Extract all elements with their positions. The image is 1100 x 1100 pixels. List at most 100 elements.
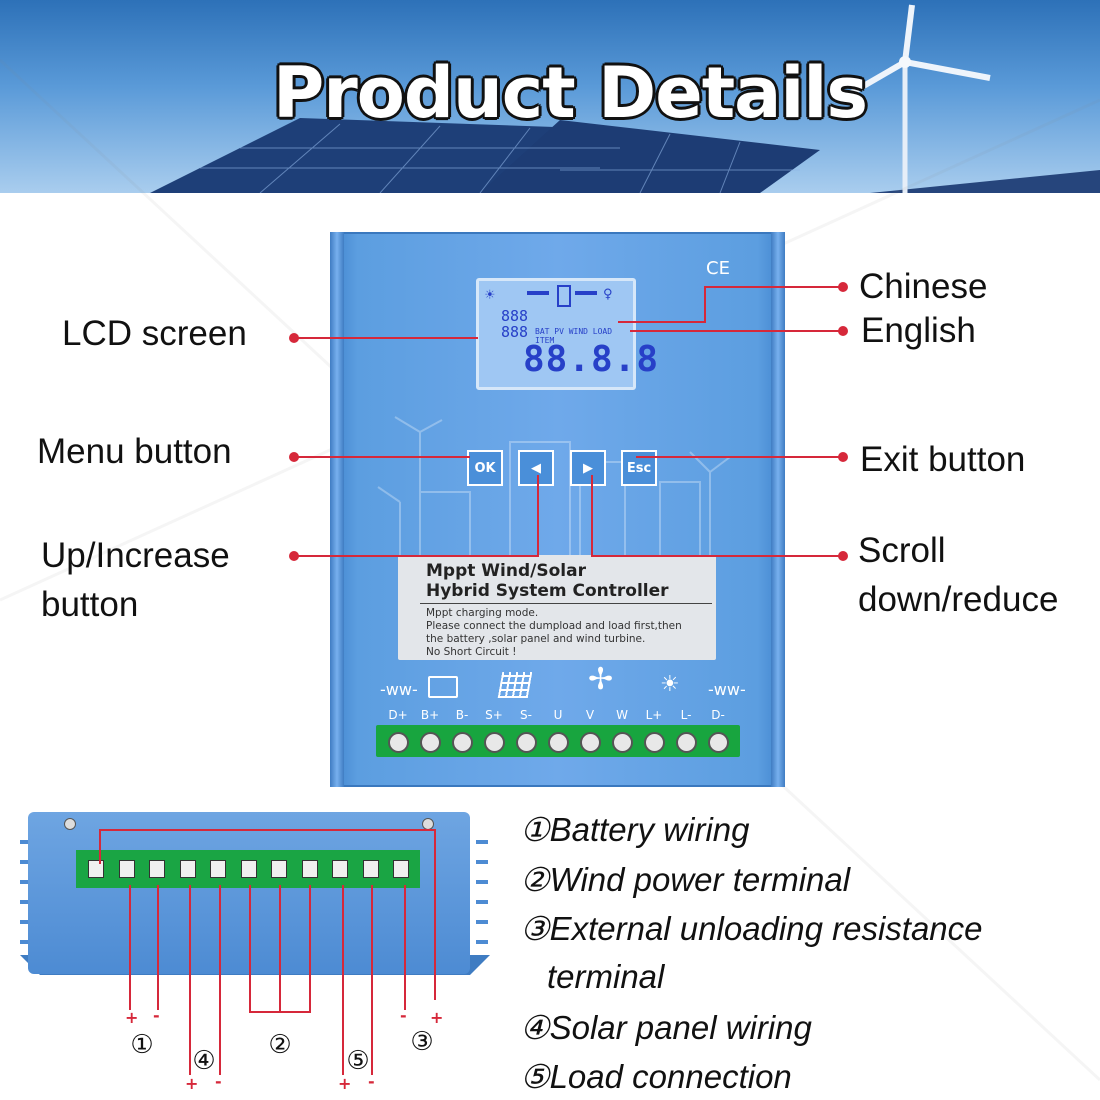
side-terminal — [362, 860, 379, 878]
left-button[interactable]: ◀ — [518, 450, 554, 486]
left-rail — [330, 232, 344, 787]
terminal-screw — [483, 732, 505, 753]
plus-sign: + — [338, 1074, 352, 1093]
terminal-label: W — [616, 708, 628, 722]
lcd-small-readout: 888 — [501, 307, 529, 325]
lamp-icon: ☀ — [660, 672, 680, 697]
terminal-label: D+ — [388, 708, 408, 722]
resistor-icon: -ww- — [380, 680, 418, 699]
minus-sign: - — [368, 1072, 375, 1091]
terminal-label: B+ — [420, 708, 440, 722]
side-terminal — [332, 860, 348, 878]
marker-2: ② — [268, 1030, 292, 1060]
description-wind: ②Wind power terminal — [520, 861, 851, 898]
callout-dot — [838, 326, 848, 336]
terminal-label: L- — [680, 708, 692, 722]
lcd-digits: 88.8.8 — [523, 339, 660, 380]
marker-4: ④ — [192, 1046, 216, 1076]
callout-dot — [289, 452, 299, 462]
terminal-label: U — [553, 708, 563, 722]
label-title-line2: Hybrid System Controller — [426, 581, 669, 601]
side-terminal — [271, 860, 287, 878]
side-terminal — [210, 860, 226, 878]
callout-scroll-1: Scroll — [858, 531, 946, 570]
controller-device: CE ☀ ♀ 888 888 BAT PV WIND LOAD ITEM 88.… — [330, 232, 785, 787]
banner-title: Product Details — [272, 52, 868, 134]
terminal-label: D- — [711, 708, 725, 722]
label-note-2: Please connect the dumpload and load fir… — [426, 620, 682, 632]
side-terminal — [149, 860, 165, 878]
terminal-label: L+ — [645, 708, 663, 722]
callout-dot — [838, 551, 848, 561]
lcd-bar — [575, 291, 597, 295]
terminal-label: S+ — [485, 708, 503, 722]
lcd-battery-icon — [557, 285, 571, 307]
lcd-sun-icon: ☀ — [485, 285, 495, 304]
side-terminal — [179, 860, 196, 878]
plus-sign: + — [185, 1074, 199, 1093]
ce-mark: CE — [706, 258, 730, 279]
lcd-screen: ☀ ♀ 888 888 BAT PV WIND LOAD ITEM 88.8.8 — [476, 278, 658, 390]
plus-sign: + — [430, 1008, 444, 1027]
ok-button[interactable]: OK — [467, 450, 503, 486]
lcd-bar — [527, 291, 549, 295]
resistor-icon-2: -ww- — [708, 680, 746, 699]
side-terminal-block — [76, 850, 420, 888]
lcd-small-readout-2: 888 — [501, 323, 529, 341]
terminal-screw — [579, 732, 601, 753]
battery-icon — [428, 676, 458, 698]
side-terminal — [393, 860, 409, 878]
callout-lcd-screen: LCD screen — [62, 314, 247, 353]
callout-chinese: Chinese — [859, 267, 988, 306]
callout-english: English — [861, 311, 976, 350]
terminal-block — [376, 725, 740, 757]
description-solar: ④Solar panel wiring — [520, 1009, 812, 1046]
description-unloading: ③External unloading resistance — [520, 910, 983, 947]
label-note-1: Mppt charging mode. — [426, 607, 539, 619]
callout-up-increase-2: button — [41, 585, 139, 624]
side-terminal — [301, 860, 318, 878]
terminal-screw — [643, 732, 665, 753]
side-terminal — [240, 860, 257, 878]
description-load: ⑤Load connection — [520, 1058, 792, 1095]
callout-scroll-2: down/reduce — [858, 580, 1059, 619]
callout-exit-button: Exit button — [860, 440, 1026, 479]
minus-sign: - — [153, 1006, 160, 1025]
terminal-screw — [451, 732, 473, 753]
callout-dot — [289, 333, 299, 343]
side-terminal — [118, 860, 135, 878]
minus-sign: - — [215, 1072, 222, 1091]
minus-sign: - — [400, 1006, 407, 1025]
right-rail — [771, 232, 785, 787]
terminal-screw — [675, 732, 697, 753]
callout-dot — [838, 452, 848, 462]
marker-1: ① — [130, 1030, 154, 1060]
right-button[interactable]: ▶ — [570, 450, 606, 486]
label-note-3: the battery ,solar panel and wind turbin… — [426, 633, 646, 645]
lcd-small-text: BAT PV WIND LOAD ITEM — [535, 327, 613, 345]
terminal-screw — [707, 732, 729, 753]
label-divider — [420, 603, 712, 604]
callout-up-increase-1: Up/Increase — [41, 536, 230, 575]
callout-dot — [838, 282, 848, 292]
product-label: Mppt Wind/Solar Hybrid System Controller… — [398, 555, 716, 660]
terminal-label: V — [585, 708, 595, 722]
terminal-screw — [515, 732, 537, 753]
terminal-label: S- — [520, 708, 532, 722]
wind-turbine-icon: ✢ — [588, 662, 614, 697]
banner: Product Details — [0, 0, 1100, 193]
label-note-4: No Short Circuit ! — [426, 646, 517, 658]
mount-screw — [64, 818, 76, 830]
solar-panels-illustration — [150, 4, 1100, 193]
description-unloading-2: terminal — [547, 958, 665, 995]
terminal-screw — [419, 732, 441, 753]
lcd-bulb-icon: ♀ — [603, 284, 613, 303]
label-title-line1: Mppt Wind/Solar — [426, 561, 586, 581]
callout-menu-button: Menu button — [37, 432, 232, 471]
terminal-screw — [547, 732, 569, 753]
plus-sign: + — [125, 1008, 139, 1027]
wind-turbine-illustration — [846, 4, 991, 193]
marker-3: ③ — [410, 1027, 434, 1057]
terminal-screw — [387, 732, 409, 753]
